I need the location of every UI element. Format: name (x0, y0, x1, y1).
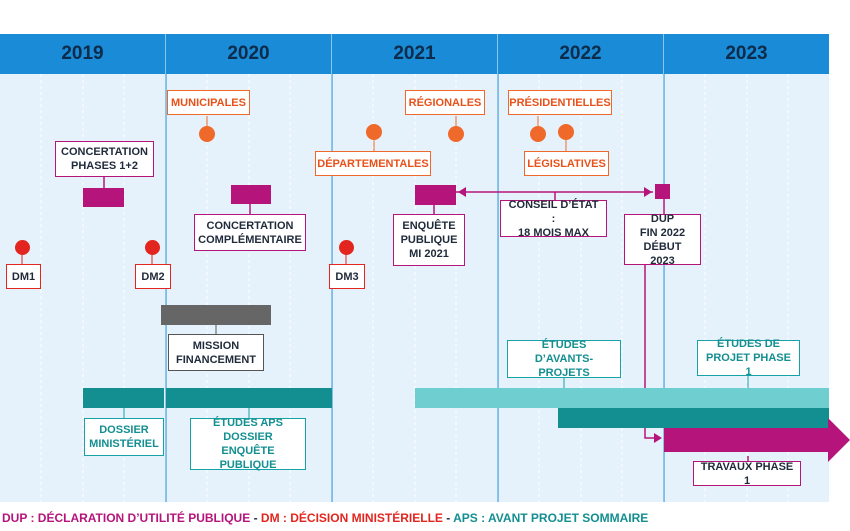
label-line: ÉTUDES DE (717, 338, 780, 350)
label-line: CONCERTATION (61, 146, 148, 158)
label-municipales: MUNICIPALES (167, 90, 250, 115)
label-line: D’AVANTS-PROJETS (534, 353, 594, 379)
label-departementales: DÉPARTEMENTALES (315, 151, 431, 176)
legend-aps: APS : AVANT PROJET SOMMAIRE (453, 511, 649, 525)
label-concertation-phases: CONCERTATION PHASES 1+2 (55, 141, 154, 177)
bar-concertation-phases (83, 188, 124, 207)
label-line: FIN 2022 (639, 226, 686, 239)
label-line: PROJET PHASE 1 (706, 352, 791, 378)
label-line: DUP (650, 212, 675, 225)
year-header-2023: 2023 (664, 34, 829, 74)
bar-mission-financement (161, 305, 271, 325)
bar-dup (655, 184, 670, 199)
bar-etudes-projet-phase1 (558, 408, 829, 428)
label-line: DOSSIER (99, 424, 149, 436)
label-dm2: DM2 (135, 264, 171, 289)
label-presidentielles: PRÉSIDENTIELLES (508, 90, 612, 115)
year-header-2019: 2019 (0, 34, 165, 74)
year-header-2021: 2021 (332, 34, 497, 74)
label-enquete-publique: ENQUÊTE PUBLIQUE MI 2021 (393, 214, 465, 266)
legend-separator: - (442, 511, 454, 525)
label-etudes-projet-phase1: ÉTUDES DE PROJET PHASE 1 (697, 338, 800, 378)
bar-dossier-ministeriel (83, 388, 164, 408)
label-conseil-etat: CONSEIL D’ÉTAT : 18 MOIS MAX (500, 198, 607, 239)
legend-footer: DUP : DÉCLARATION D’UTILITÉ PUBLIQUE - D… (2, 511, 648, 525)
label-line: ENQUÊTE (402, 220, 456, 232)
bar-travaux-phase1 (664, 418, 850, 462)
election-dot-municipales (199, 126, 215, 142)
legend-dup: DUP : DÉCLARATION D’UTILITÉ PUBLIQUE (2, 511, 251, 525)
label-line: CONSEIL D’ÉTAT : (508, 198, 599, 225)
label-line: CONCERTATION (206, 219, 294, 232)
legend-separator: - (250, 511, 261, 525)
label-regionales: RÉGIONALES (405, 90, 485, 115)
election-dot-legislatives (558, 124, 574, 140)
label-line: MISSION (192, 339, 240, 352)
label-line: DOSSIER ENQUÊTE (221, 431, 275, 457)
label-mission-financement: MISSION FINANCEMENT (168, 334, 264, 371)
label-line: ÉTUDES APS (213, 417, 283, 429)
label-concertation-complementaire: CONCERTATION COMPLÉMENTAIRE (194, 214, 306, 251)
election-dot-presidentielles (530, 126, 546, 142)
label-line: ÉTUDES (541, 339, 587, 351)
label-line: MI 2021 (409, 248, 449, 260)
label-dup: DUP FIN 2022 DÉBUT 2023 (624, 212, 701, 267)
label-line: MINISTÉRIEL (89, 438, 159, 450)
label-line: PHASES 1+2 (71, 160, 138, 172)
election-dot-departementales (366, 124, 382, 140)
label-dossier-ministeriel: DOSSIER MINISTÉRIEL (84, 418, 164, 456)
milestone-dot-dm1 (15, 240, 30, 255)
bar-concertation-complementaire (231, 185, 271, 204)
bar-enquete-publique (415, 185, 456, 205)
label-etudes-aps: ÉTUDES APS DOSSIER ENQUÊTE PUBLIQUE (190, 417, 306, 471)
label-line: 18 MOIS MAX (518, 226, 589, 239)
label-legislatives: LÉGISLATIVES (524, 151, 609, 176)
label-dm1: DM1 (6, 264, 41, 289)
label-line: PUBLIQUE (400, 234, 458, 246)
legend-dm: DM : DÉCISION MINISTÉRIELLE (260, 511, 443, 525)
milestone-dot-dm2 (145, 240, 160, 255)
year-header-2022: 2022 (498, 34, 663, 74)
label-dm3: DM3 (329, 264, 365, 289)
bar-etudes-aps (166, 388, 332, 408)
label-line: DÉBUT 2023 (643, 240, 682, 267)
label-line: PUBLIQUE (219, 459, 277, 471)
bar-etudes-avants-projets (415, 388, 829, 408)
label-travaux-phase1: TRAVAUX PHASE 1 (693, 461, 801, 487)
label-etudes-avants-projets: ÉTUDES D’AVANTS-PROJETS (507, 339, 621, 379)
year-header-2020: 2020 (166, 34, 331, 74)
milestone-dot-dm3 (339, 240, 354, 255)
election-dot-regionales (448, 126, 464, 142)
label-line: FINANCEMENT (175, 353, 257, 366)
label-line: COMPLÉMENTAIRE (198, 233, 302, 246)
